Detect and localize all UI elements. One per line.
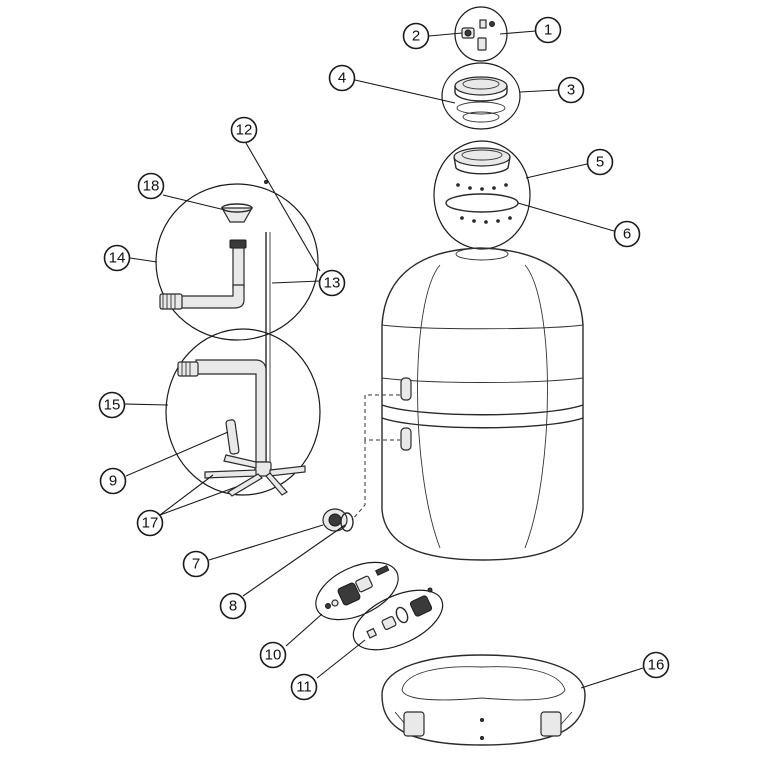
callout-label: 7 xyxy=(192,556,200,573)
callout-5: 5 xyxy=(586,148,614,176)
detail-bubble-valve-kit-11 xyxy=(352,589,444,651)
valve-kit-10-part xyxy=(325,564,390,609)
callout-label: 16 xyxy=(648,657,665,674)
neck-ring-part xyxy=(445,147,519,224)
callout-12: 12 xyxy=(230,116,258,144)
detail-bubble-valve-kit-10 xyxy=(315,561,399,621)
callout-7: 7 xyxy=(182,550,210,578)
callout-label: 18 xyxy=(143,178,160,195)
callout-18: 18 xyxy=(137,172,165,200)
callout-label: 11 xyxy=(296,679,312,696)
callout-3: 3 xyxy=(557,76,585,104)
collector-elbow-part xyxy=(159,203,254,310)
callout-14: 14 xyxy=(103,244,131,272)
callout-4: 4 xyxy=(328,64,356,92)
lid-part xyxy=(454,76,508,123)
callout-1: 1 xyxy=(534,16,562,44)
detail-bubble-neck-ring xyxy=(433,140,531,250)
callout-10: 10 xyxy=(259,641,287,669)
callout-11: 11 xyxy=(290,673,318,701)
valve-fitting-part xyxy=(461,19,495,51)
callout-17: 17 xyxy=(136,509,164,537)
callout-label: 9 xyxy=(109,473,117,490)
connector-union-part xyxy=(322,508,354,532)
detail-bubble-lid xyxy=(441,62,521,130)
callout-15: 15 xyxy=(98,391,126,419)
callout-label: 17 xyxy=(142,515,159,532)
callout-label: 1 xyxy=(544,22,552,39)
callout-label: 14 xyxy=(109,250,126,267)
callout-label: 5 xyxy=(596,154,604,171)
callout-label: 6 xyxy=(623,226,631,243)
detail-bubble-lateral-assembly xyxy=(165,328,321,496)
callout-label: 3 xyxy=(567,82,575,99)
callout-label: 12 xyxy=(236,122,253,139)
callout-label: 13 xyxy=(324,275,341,292)
callout-label: 10 xyxy=(265,647,282,664)
callout-6: 6 xyxy=(613,220,641,248)
callout-2: 2 xyxy=(402,22,430,50)
filter-tank-body xyxy=(351,247,584,561)
callout-label: 2 xyxy=(412,28,420,45)
callout-13: 13 xyxy=(318,269,346,297)
lateral-assembly-part xyxy=(177,359,306,497)
leader-lines xyxy=(124,30,644,689)
callout-label: 4 xyxy=(338,70,346,87)
callout-label: 8 xyxy=(229,598,237,615)
callout-label: 15 xyxy=(104,397,121,414)
callout-16: 16 xyxy=(642,651,670,679)
valve-kit-11-part xyxy=(366,587,433,639)
callout-9: 9 xyxy=(99,467,127,495)
callout-8: 8 xyxy=(219,592,247,620)
base-stand-part xyxy=(381,654,586,746)
